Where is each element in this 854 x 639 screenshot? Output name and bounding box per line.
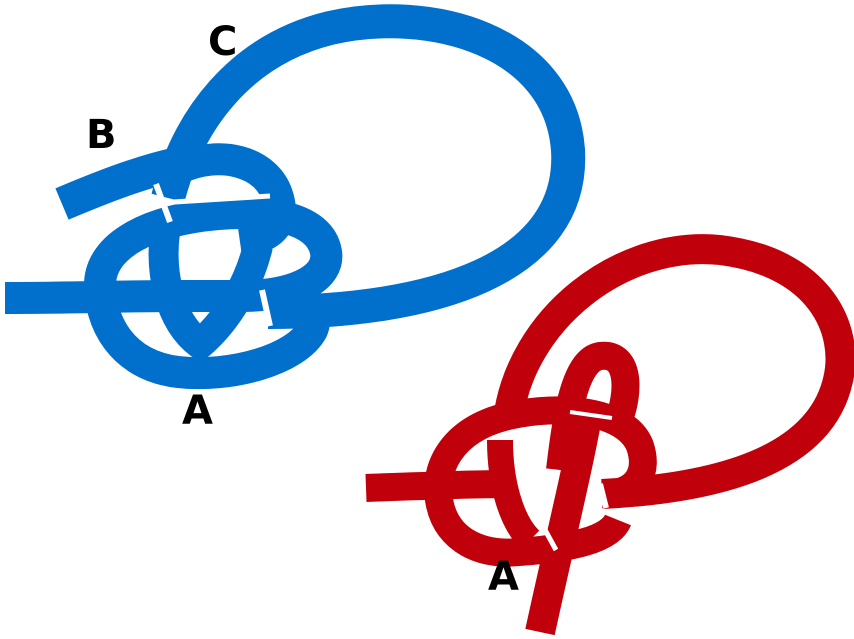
blue-label-a: A — [182, 388, 213, 434]
red-label-a: A — [488, 554, 519, 600]
blue-rope-tail — [5, 296, 240, 298]
blue-knot: A B C — [5, 19, 568, 434]
blue-label-b: B — [86, 112, 117, 158]
red-rope-inner-strand — [500, 440, 530, 540]
blue-label-c: C — [208, 19, 237, 65]
